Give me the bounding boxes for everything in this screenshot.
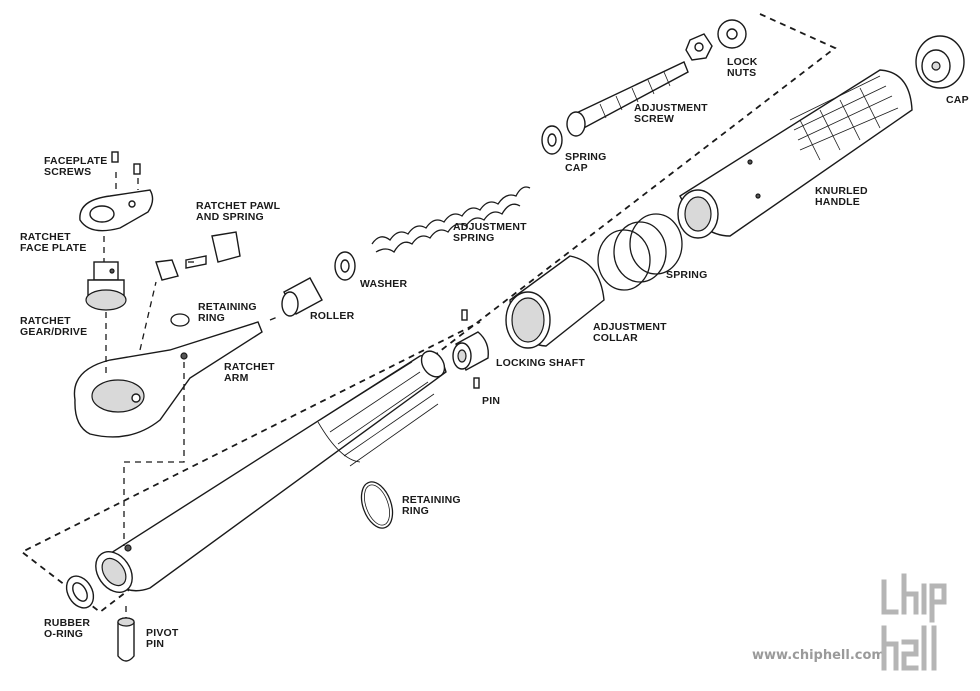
spring <box>597 213 683 291</box>
label-rubber-o-ring: RUBBER O-RING <box>44 617 91 640</box>
label-cap: CAP <box>946 94 969 106</box>
cap <box>915 35 965 89</box>
pin <box>473 377 480 389</box>
faceplate-screws <box>111 151 141 175</box>
knurled-handle <box>677 69 913 239</box>
spring-cap <box>541 125 563 155</box>
pivot-pin <box>117 617 135 662</box>
label-retaining-ring-top: RETAINING RING <box>198 301 257 324</box>
label-knurled-handle: KNURLED HANDLE <box>815 185 868 208</box>
label-faceplate-screws: FACEPLATE SCREWS <box>44 155 108 178</box>
lock-nuts <box>685 19 747 61</box>
label-pin: PIN <box>482 395 501 407</box>
label-spring-cap: SPRING CAP <box>565 151 607 174</box>
retaining-ring-bottom <box>360 481 394 529</box>
ratchet-face-plate <box>79 189 154 232</box>
label-roller: ROLLER <box>310 310 355 322</box>
label-ratchet-arm: RATCHET ARM <box>224 361 275 384</box>
label-ratchet-face-plate: RATCHET FACE PLATE <box>20 231 87 254</box>
adjustment-screw <box>566 61 689 137</box>
assembly-dashed-outline <box>20 13 837 614</box>
label-spring: SPRING <box>666 269 708 281</box>
ratchet-pawl-and-spring <box>155 231 241 281</box>
retaining-ring-top <box>170 313 190 327</box>
label-lock-nuts: LOCK NUTS <box>727 56 758 79</box>
adjustment-spring <box>371 186 531 253</box>
rubber-o-ring <box>65 575 95 609</box>
label-ratchet-gear-drive: RATCHET GEAR/DRIVE <box>20 315 88 338</box>
label-adjustment-collar: ADJUSTMENT COLLAR <box>593 321 667 344</box>
label-ratchet-pawl-and-spring: RATCHET PAWL AND SPRING <box>196 200 281 223</box>
label-locking-shaft: LOCKING SHAFT <box>496 357 585 369</box>
label-pivot-pin: PIVOT PIN <box>146 627 179 650</box>
pin-top <box>461 309 468 321</box>
watermark-url: www.chiphell.com <box>752 648 885 663</box>
adjustment-collar <box>505 255 605 349</box>
label-adjustment-screw: ADJUSTMENT SCREW <box>634 102 708 125</box>
ratchet-gear-drive <box>85 261 127 311</box>
roller <box>281 277 323 317</box>
label-retaining-ring-bottom: RETAINING RING <box>402 494 461 517</box>
label-washer: WASHER <box>360 278 408 290</box>
chiphell-logo-icon <box>881 573 947 671</box>
label-adjustment-spring: ADJUSTMENT SPRING <box>453 221 527 244</box>
main-tube <box>95 350 447 593</box>
ratchet-arm <box>73 321 263 438</box>
washer <box>334 251 356 281</box>
locking-shaft <box>452 331 489 371</box>
